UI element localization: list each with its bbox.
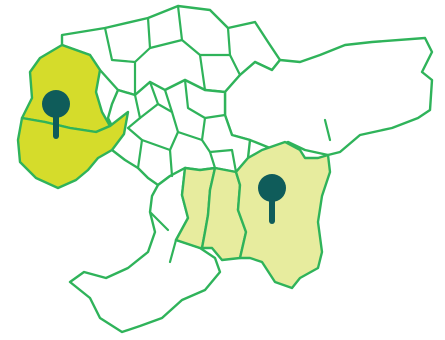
district-line [163, 88, 174, 114]
district-line [203, 113, 227, 120]
region-southeast[interactable] [234, 140, 332, 290]
map-markers [42, 90, 286, 224]
district-line [103, 26, 137, 64]
district-line [133, 16, 152, 97]
district-line [126, 93, 144, 170]
map-pin-icon[interactable] [42, 90, 70, 139]
region-west-lower[interactable] [16, 110, 130, 190]
district-line [176, 130, 204, 142]
district-line [323, 118, 332, 142]
district-line [208, 148, 238, 174]
district-line [140, 138, 172, 152]
map-pin-icon[interactable] [258, 174, 286, 224]
district-line [176, 4, 207, 92]
district-line [148, 38, 184, 50]
district-line [183, 78, 217, 170]
district-line [148, 80, 180, 178]
district-line [138, 102, 160, 120]
district-lines [103, 4, 332, 264]
district-line [148, 210, 170, 232]
district-line [168, 238, 178, 264]
